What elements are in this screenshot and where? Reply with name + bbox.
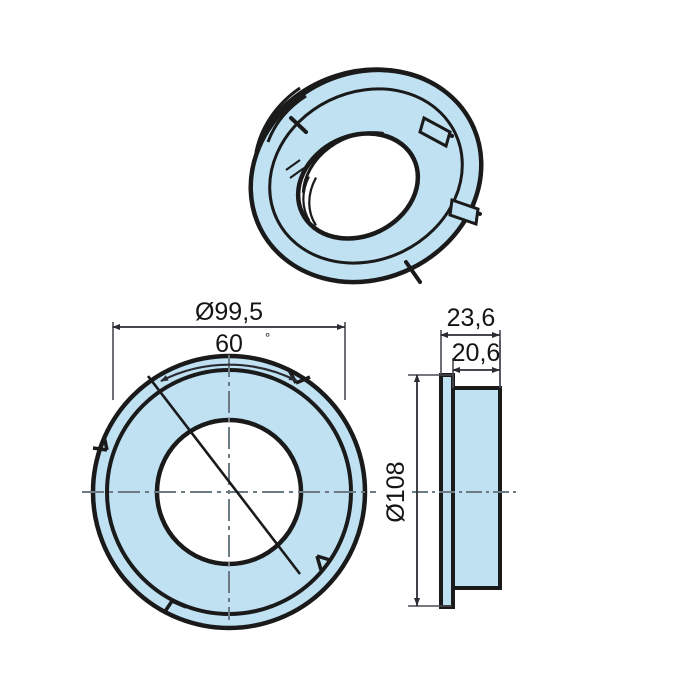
front-section-leader (146, 375, 302, 575)
dimension-notch-angle: 60 ° (160, 330, 298, 382)
iso-front-step-ring (268, 87, 464, 265)
iso-bore-near (295, 131, 421, 241)
isometric-view (248, 67, 484, 285)
front-view (82, 353, 376, 631)
side-view (412, 373, 516, 609)
dim-label-flange-diameter: Ø108 (382, 461, 410, 522)
iso-bore-far (301, 131, 384, 193)
iso-detail-ticks (285, 159, 305, 179)
dim-label-body-width: 20,6 (452, 339, 501, 367)
dim-label-notch-angle: 60 (215, 330, 243, 358)
dim-label-outer-diameter: Ø99,5 (195, 298, 263, 326)
dim-arc-notch-angle (160, 363, 298, 382)
iso-bore-wall-lines (302, 176, 318, 226)
dimension-body-width: 20,6 (452, 339, 501, 388)
dimension-outer-diameter: Ø99,5 (112, 298, 346, 400)
dim-label-overall-width: 23,6 (447, 304, 496, 332)
dim-degree-symbol: ° (265, 330, 270, 345)
iso-slot-wedges (418, 115, 480, 227)
dimension-flange-diameter: Ø108 (382, 374, 452, 607)
iso-flange-edges (254, 86, 307, 153)
side-body-block (451, 386, 502, 590)
